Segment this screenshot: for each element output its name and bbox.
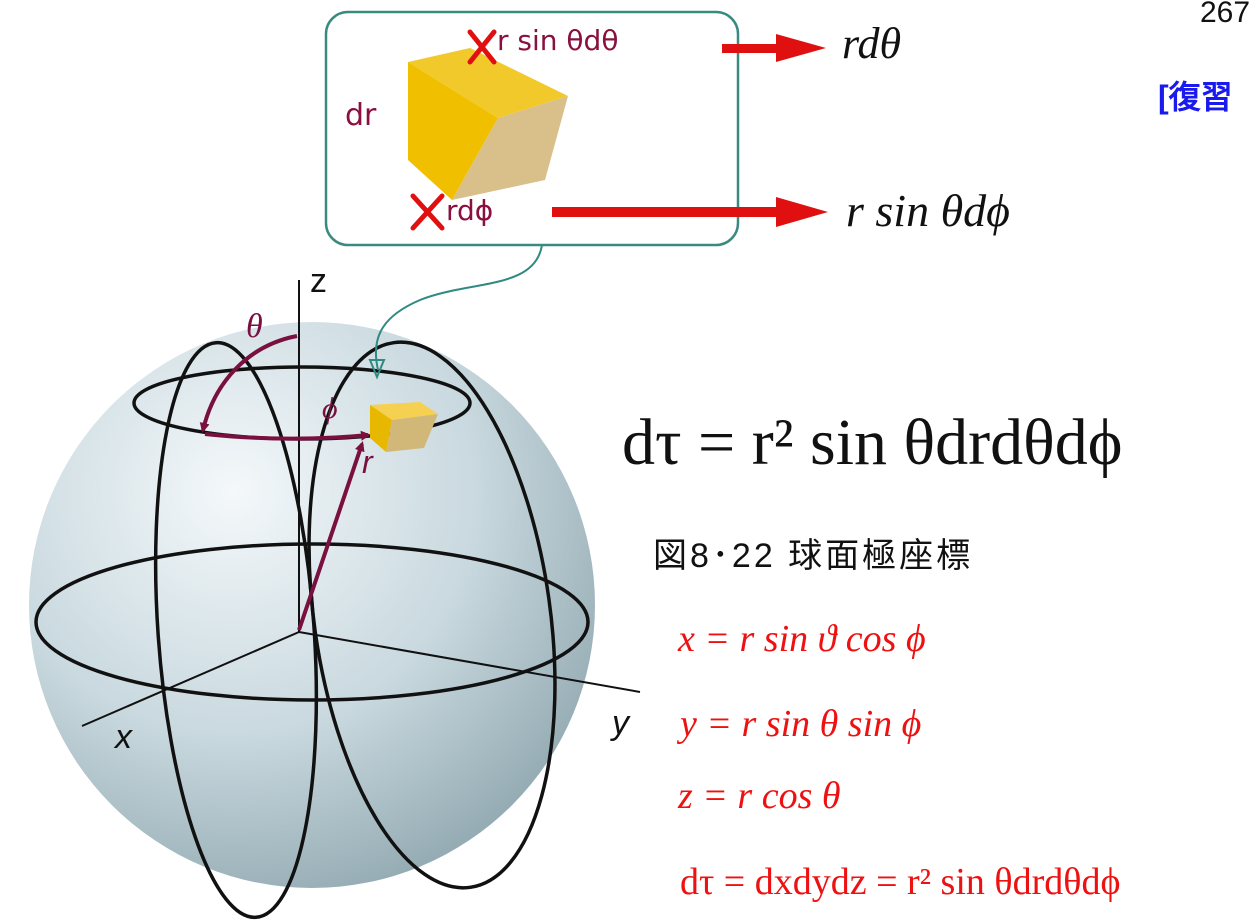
small-volume-cube (370, 402, 438, 452)
radius-vector (297, 441, 365, 631)
arrow-top-icon (722, 34, 826, 62)
frame-connector (374, 244, 543, 371)
connector-arrowhead (368, 359, 386, 380)
cross-top-icon (467, 29, 497, 65)
edge-top-label: r sin θdθ (497, 24, 619, 57)
x-axis-label: x (115, 718, 132, 756)
arrow-bottom-icon (552, 197, 828, 227)
edge-bottom-label: rdϕ (446, 194, 494, 227)
theta-arc (199, 334, 298, 433)
main-equation: dτ = r² sin θdrdθdϕ (622, 406, 1123, 479)
transform-y: y = r sin θ sin ϕ (680, 703, 922, 745)
radius-label: r (362, 444, 373, 480)
equator-circle (34, 542, 590, 702)
x-axis (81, 631, 300, 727)
phi-arc (204, 430, 371, 441)
large-volume-cube (408, 48, 568, 200)
y-axis (298, 631, 641, 693)
review-label: [復習 (1158, 79, 1233, 115)
transform-x: x = r sin ϑ cos ϕ (678, 618, 926, 660)
meridian-right (307, 340, 557, 890)
figure-caption: 図8･22 球面極座標 (653, 537, 974, 575)
transform-dtau: dτ = dxdydz = r² sin θdrdθdϕ (680, 861, 1121, 903)
page-number: 267 (1200, 0, 1250, 29)
theta-label: θ (246, 308, 263, 345)
transform-z: z = r cos θ (678, 775, 841, 817)
z-axis-label: z (310, 262, 327, 300)
corrected-bottom-label: r sin θdϕ (846, 185, 1010, 236)
y-axis-label: y (612, 704, 629, 742)
phi-label: ϕ (322, 392, 338, 425)
edge-dr-label: dr (345, 98, 377, 133)
cross-bottom-icon (410, 193, 445, 231)
corrected-top-label: rdθ (842, 19, 902, 68)
